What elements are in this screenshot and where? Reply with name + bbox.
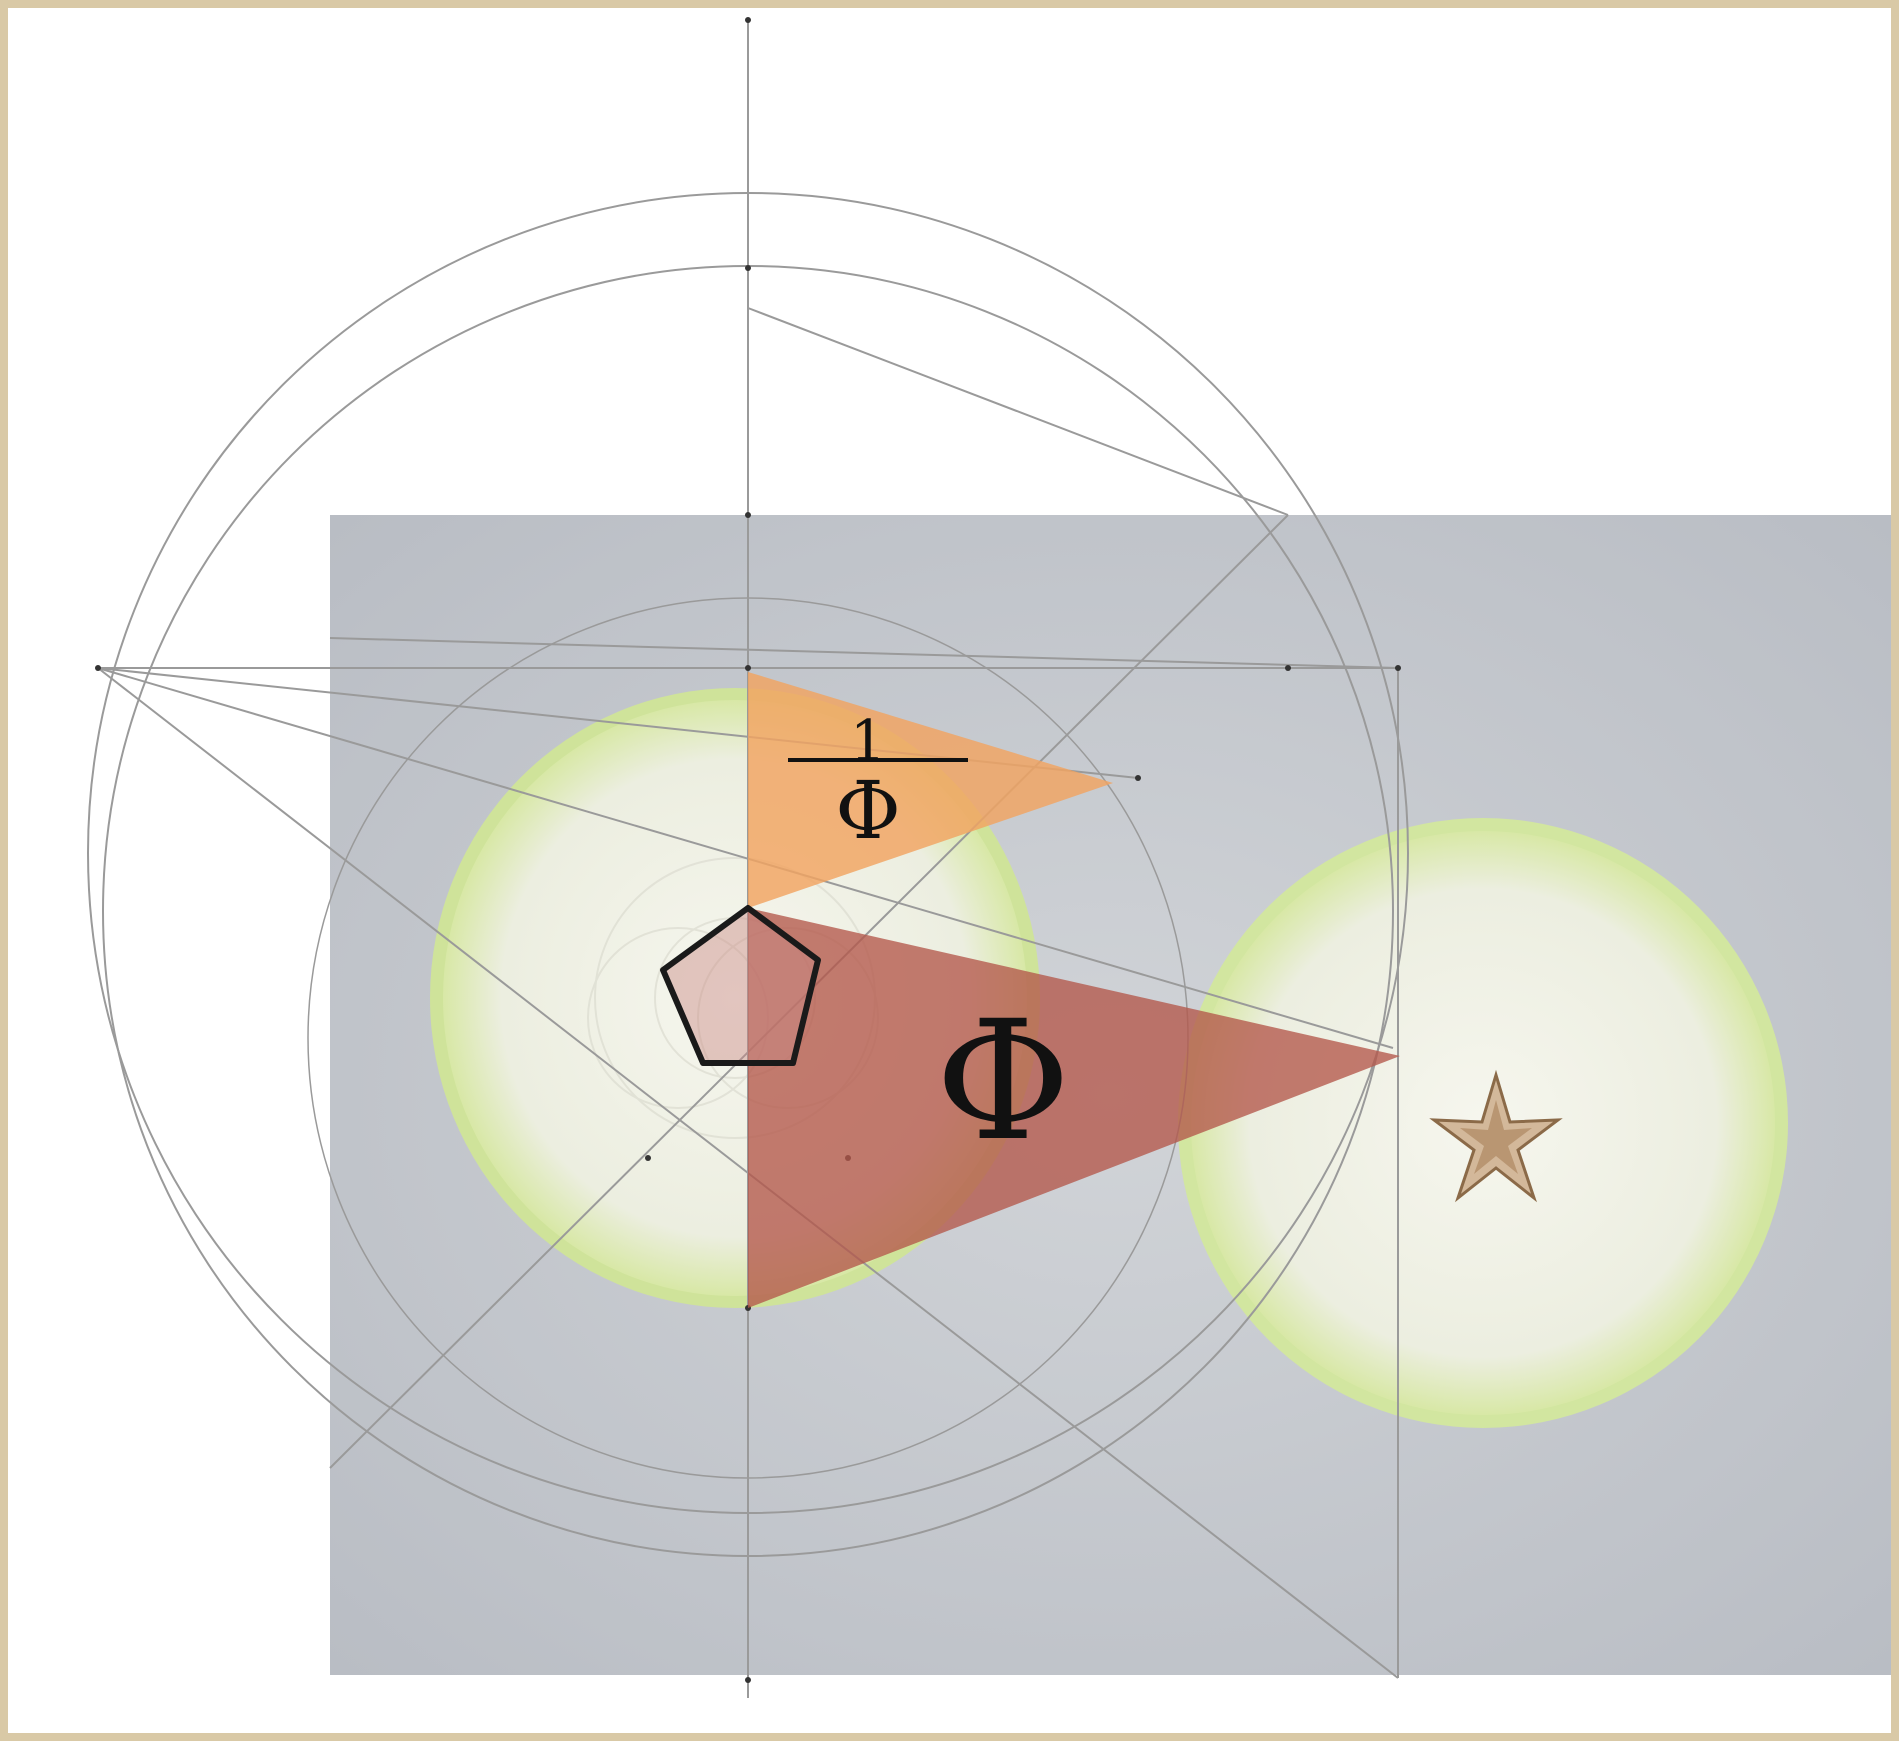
phi-label: Φ	[935, 985, 1070, 1177]
right-apple	[1178, 818, 1788, 1428]
inverse-phi-denominator: Φ	[835, 764, 901, 857]
golden-ratio-apple-diagram: 1 Φ Φ	[8, 8, 1891, 1733]
